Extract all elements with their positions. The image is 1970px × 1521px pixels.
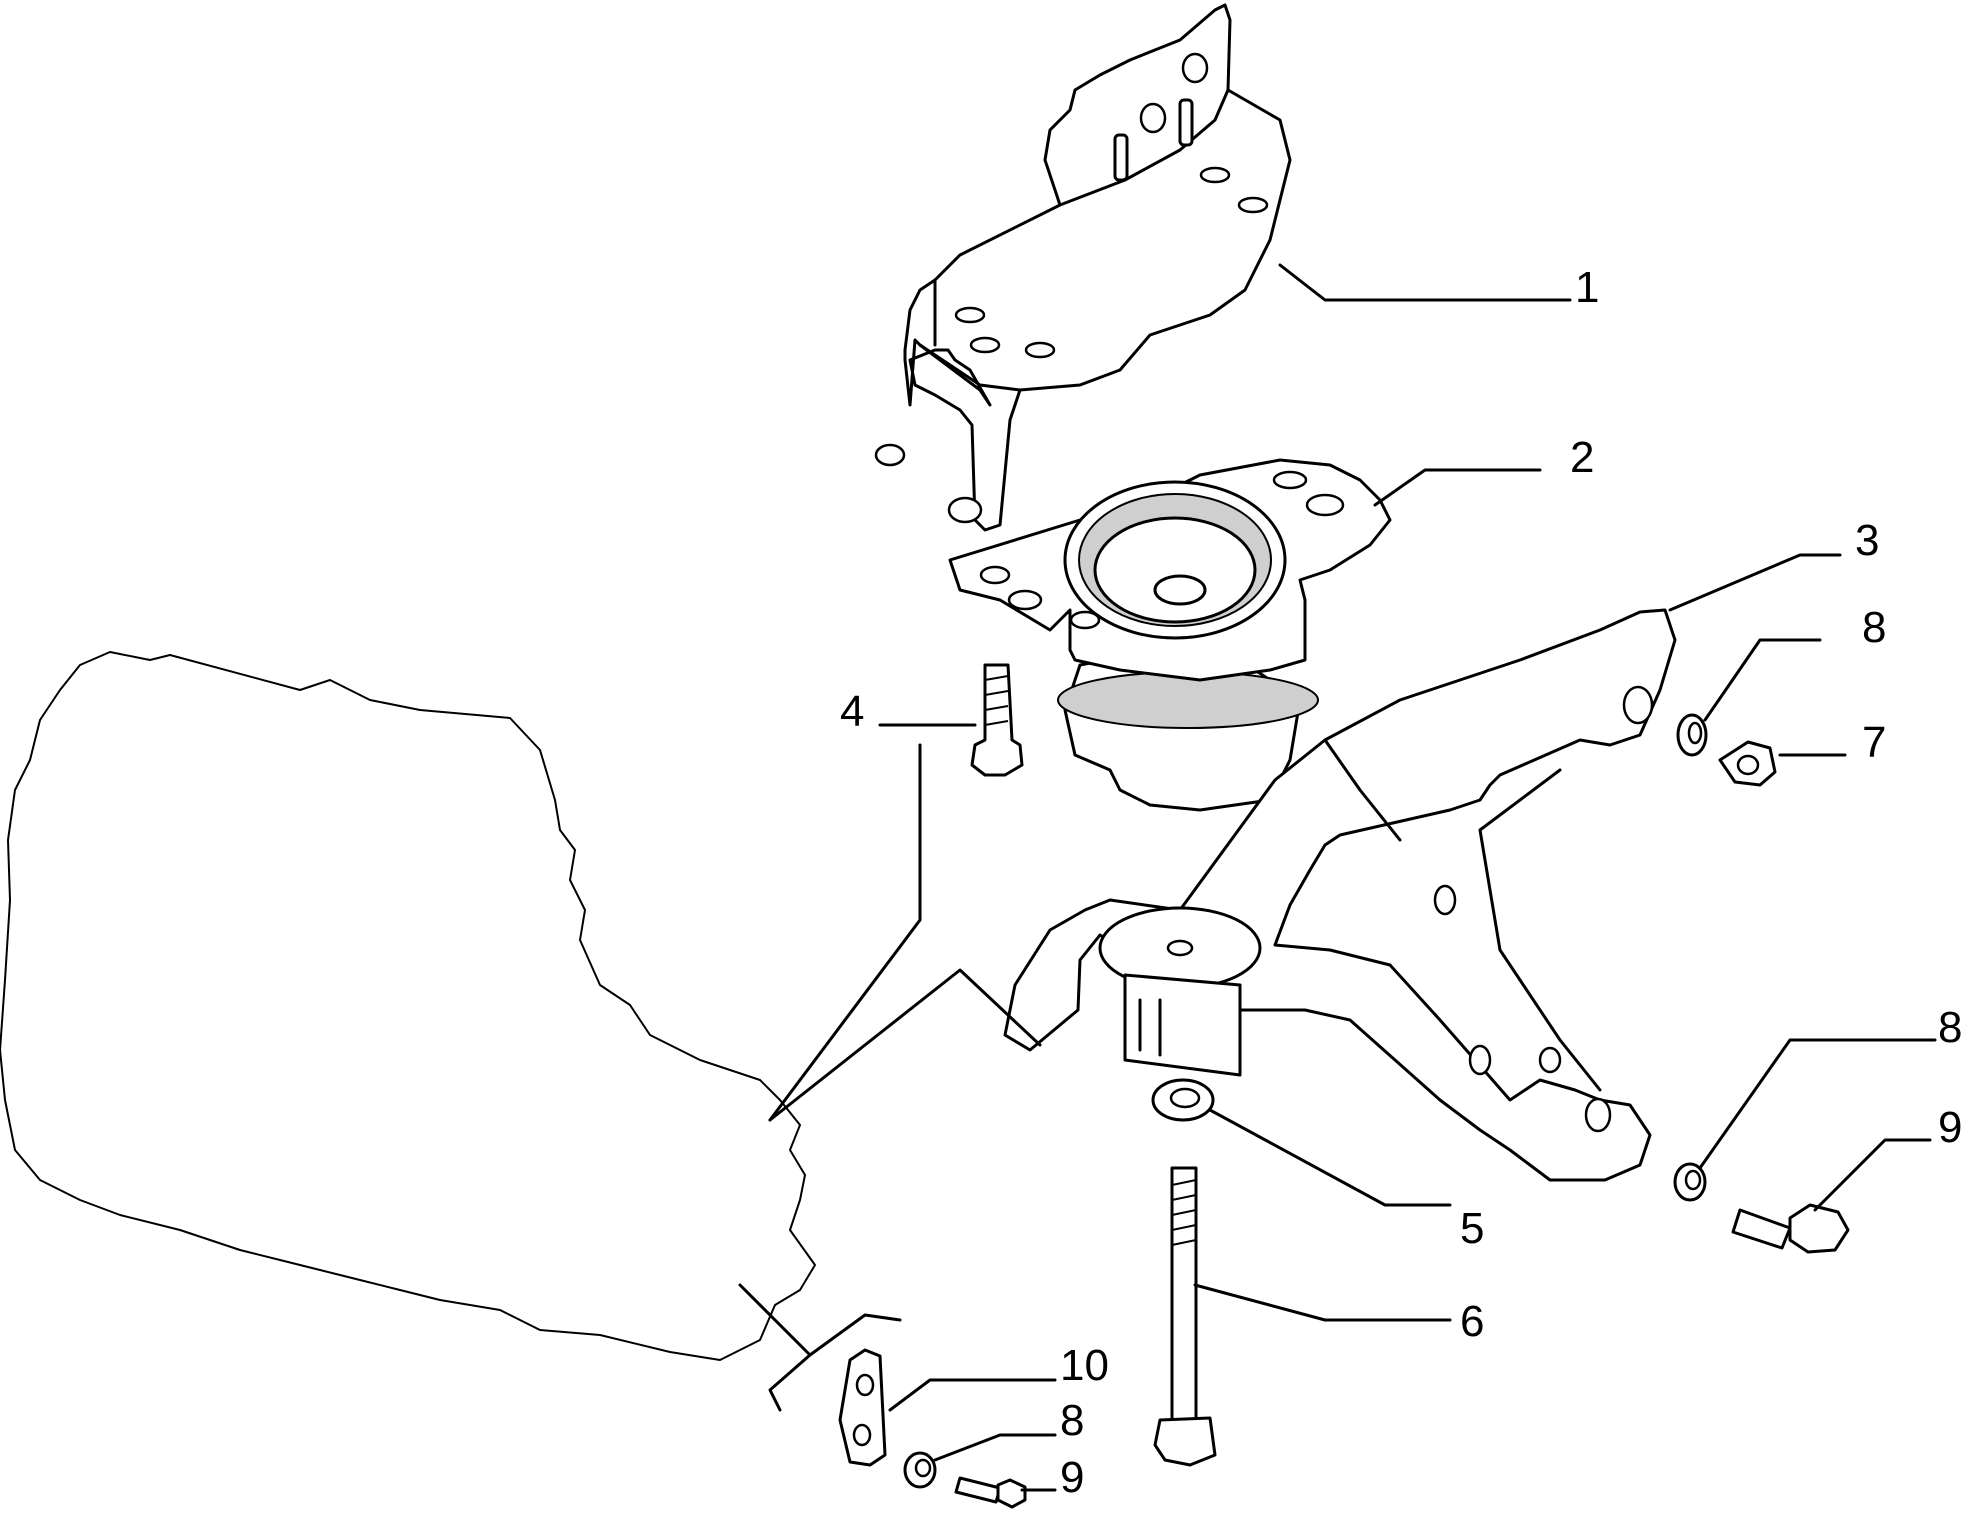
callout-7: 7 <box>1862 718 1886 767</box>
part-9-bolt-b <box>954 1476 1027 1509</box>
callout-labels: 1 2 3 4 5 6 7 8 8 8 9 9 10 <box>840 263 1962 1502</box>
part-8-split-washer-c <box>903 1451 937 1489</box>
assembly-guide-lines <box>738 743 1042 1412</box>
part-9-bolt-a <box>1731 1203 1850 1254</box>
part-4-stud-bolt <box>970 663 1024 777</box>
part-8-split-washer-b <box>1673 1162 1707 1202</box>
part-1-upper-bracket <box>874 3 1292 532</box>
callout-8-a: 8 <box>1862 603 1886 652</box>
callout-9-b: 9 <box>1060 1453 1084 1502</box>
callout-6: 6 <box>1460 1297 1484 1346</box>
callout-8-c: 8 <box>1060 1396 1084 1445</box>
part-2-rubber-mount <box>948 458 1392 812</box>
part-5-washer <box>1151 1078 1215 1122</box>
callout-2: 2 <box>1570 433 1594 482</box>
transmission-housing-outline <box>0 651 816 1361</box>
callout-1: 1 <box>1575 263 1599 312</box>
part-7-nut <box>1718 740 1777 787</box>
part-6-long-bolt <box>1153 1166 1217 1467</box>
callout-10: 10 <box>1060 1341 1109 1390</box>
part-10-plate <box>838 1348 887 1467</box>
callout-4: 4 <box>840 687 864 736</box>
leader-lines <box>878 263 1937 1492</box>
callout-3: 3 <box>1855 516 1879 565</box>
part-8-split-washer-a <box>1676 713 1708 757</box>
callout-9-a: 9 <box>1938 1103 1962 1152</box>
part-3-lower-arm <box>1003 608 1677 1182</box>
callout-8-b: 8 <box>1938 1003 1962 1052</box>
callout-5: 5 <box>1460 1204 1484 1253</box>
